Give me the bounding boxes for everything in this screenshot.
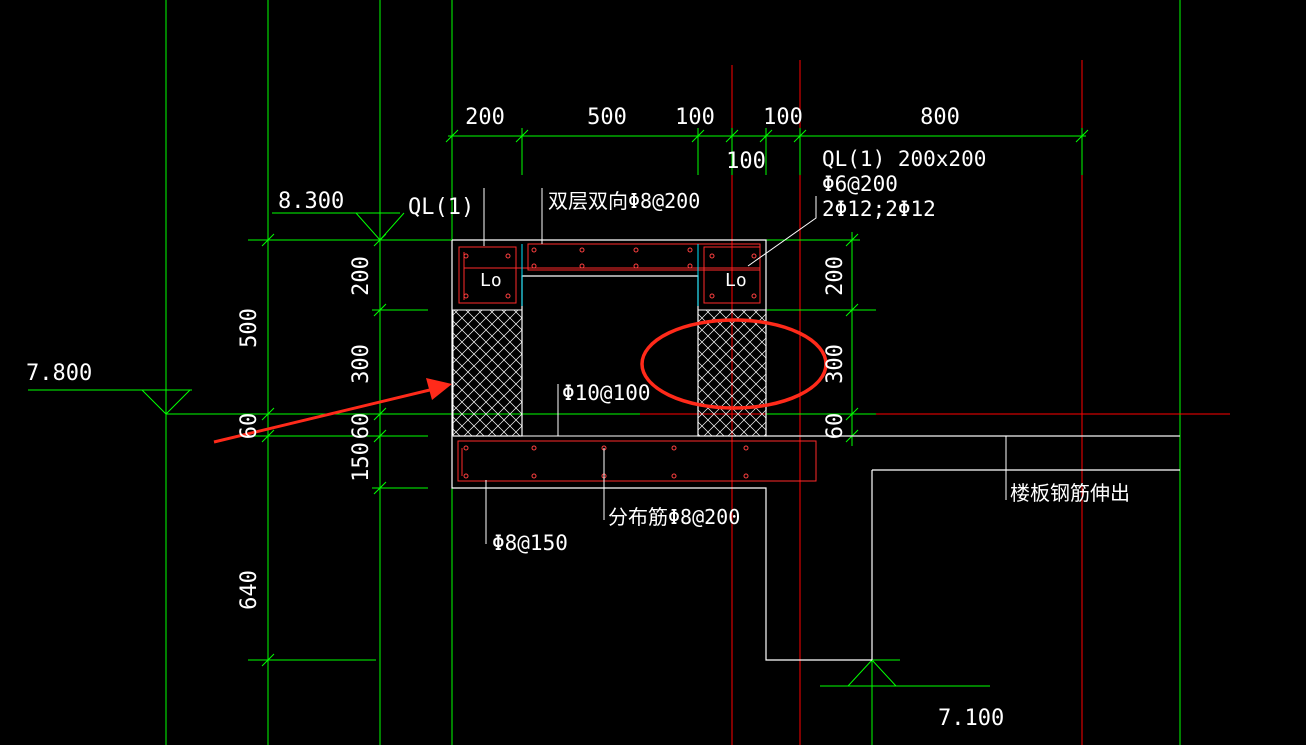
level-top: 8.300 bbox=[278, 189, 344, 214]
distribution-bars-label: 分布筋Φ8@200 bbox=[608, 505, 740, 529]
cyan-lines bbox=[521, 244, 699, 306]
phi10-label: Φ10@100 bbox=[562, 381, 651, 405]
green-grid-lines bbox=[165, 0, 1181, 745]
ql1-spec-line2: Φ6@200 bbox=[822, 172, 898, 196]
level-mid: 7.800 bbox=[26, 361, 92, 386]
dim-left-outer-1: 500 bbox=[237, 308, 262, 348]
highlight-ellipse bbox=[640, 318, 828, 410]
ql1-spec-line1: QL(1) 200x200 bbox=[822, 147, 986, 171]
left-masonry-hatch bbox=[452, 309, 523, 437]
dim-top-1: 200 bbox=[465, 105, 505, 130]
right-dimension-chain bbox=[766, 232, 876, 446]
rebar-dots bbox=[463, 247, 757, 479]
top-dimension-chain bbox=[445, 128, 1089, 175]
phi8-150-label: Φ8@150 bbox=[492, 531, 568, 555]
slab-rebar-label: 楼板钢筋伸出 bbox=[1010, 481, 1130, 505]
dim-top-3: 100 bbox=[675, 105, 715, 130]
dim-right-1: 200 bbox=[823, 256, 848, 296]
ql1-label-left: QL(1) bbox=[408, 195, 474, 220]
right-masonry-hatch bbox=[697, 309, 767, 437]
lo-right-label: Lo bbox=[725, 270, 747, 291]
dim-top-4: 100 bbox=[763, 105, 803, 130]
dim-right-2: 300 bbox=[823, 344, 848, 384]
dim-left-outer-2: 60 bbox=[237, 413, 262, 440]
double-bars-label: 双层双向Φ8@200 bbox=[548, 189, 700, 213]
dim-left-4: 150 bbox=[349, 442, 374, 482]
dim-top-sub: 100 bbox=[726, 149, 766, 174]
dim-left-2: 300 bbox=[349, 344, 374, 384]
lo-left-label: Lo bbox=[480, 270, 502, 291]
annotation-markup bbox=[213, 318, 828, 444]
ql1-spec-line3: 2Φ12;2Φ12 bbox=[822, 197, 936, 221]
dim-top-5: 800 bbox=[920, 105, 960, 130]
dim-top-2: 500 bbox=[587, 105, 627, 130]
level-bottom: 7.100 bbox=[938, 706, 1004, 731]
dim-left-1: 200 bbox=[349, 256, 374, 296]
leader-lines bbox=[483, 188, 1007, 544]
pointer-arrow-shaft bbox=[213, 386, 439, 444]
dim-right-3: 60 bbox=[823, 413, 848, 440]
dim-left-3: 60 bbox=[349, 413, 374, 440]
pointer-arrow-head bbox=[426, 378, 452, 400]
dim-left-outer-3: 640 bbox=[237, 570, 262, 610]
